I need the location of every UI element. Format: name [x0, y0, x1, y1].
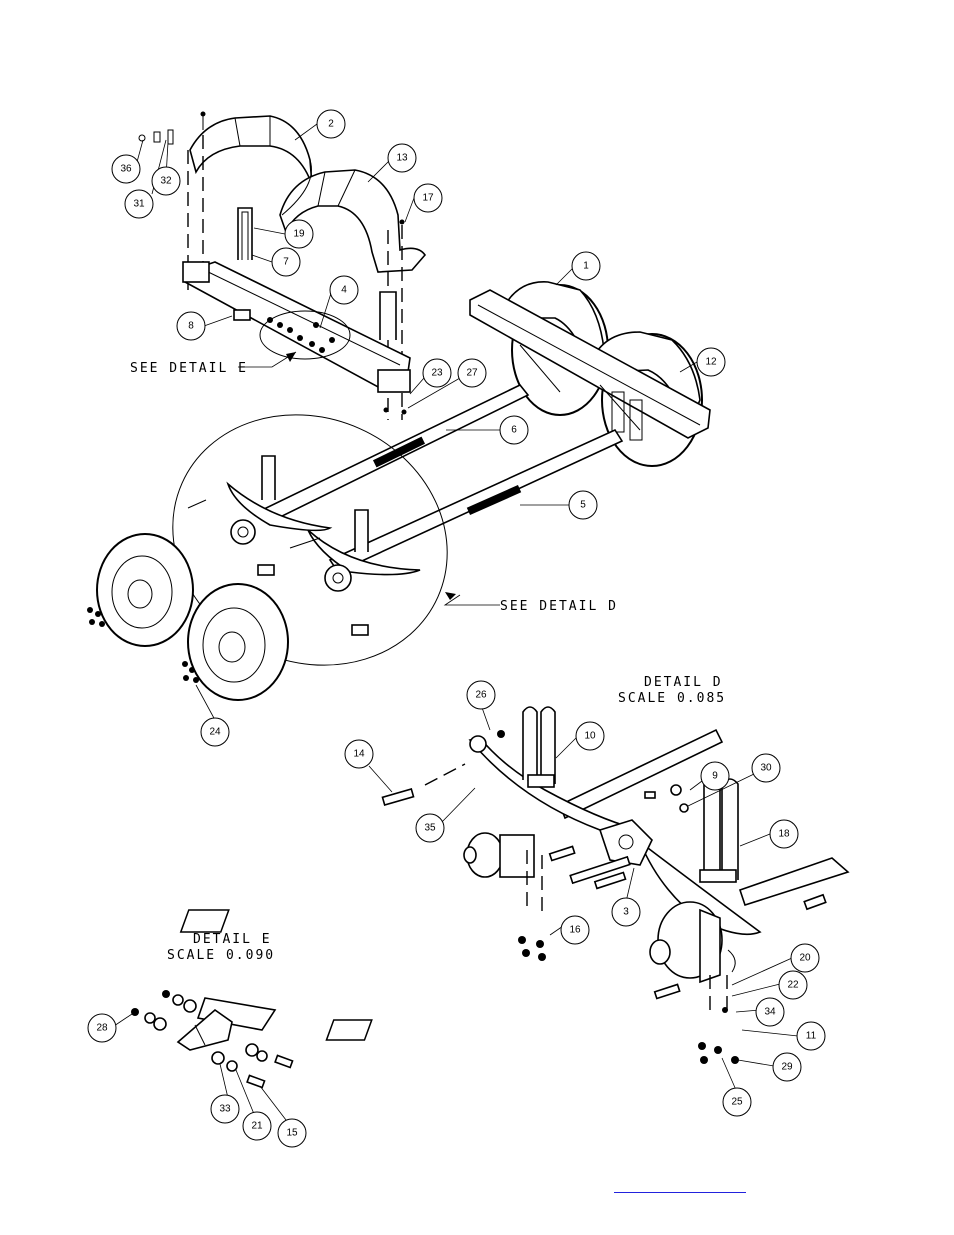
balloon-2-label: 2 [328, 119, 334, 130]
balloon-3-label: 3 [623, 907, 629, 918]
detail-e-drawing [131, 990, 294, 1089]
balloon-10-label: 10 [584, 731, 596, 742]
balloon-4-label: 4 [341, 285, 347, 296]
fender-assembly-right [469, 281, 711, 467]
balloon-5: 5 [568, 490, 598, 520]
balloon-8-label: 8 [188, 321, 194, 332]
balloon-17: 17 [413, 183, 443, 213]
balloon-10: 10 [575, 721, 605, 751]
balloon-36-label: 36 [120, 164, 132, 175]
balloon-15-label: 15 [286, 1128, 298, 1139]
balloon-35-label: 35 [424, 823, 436, 834]
balloon-13: 13 [387, 143, 417, 173]
detail-e-title: DETAIL E [193, 932, 272, 947]
balloon-24-label: 24 [209, 727, 221, 738]
part-balloons: 1 2 3 4 5 6 7 8 9 10 11 12 13 14 15 16 1… [87, 109, 826, 1148]
axle-detail-region [172, 414, 448, 666]
balloon-25-label: 25 [731, 1097, 743, 1108]
balloon-24: 24 [200, 717, 230, 747]
balloon-34-label: 34 [764, 1007, 776, 1018]
balloon-31-label: 31 [133, 199, 145, 210]
balloon-36: 36 [111, 154, 141, 184]
balloon-13-label: 13 [396, 153, 408, 164]
balloon-22: 22 [778, 970, 808, 1000]
balloon-8: 8 [176, 311, 206, 341]
balloon-33-label: 33 [219, 1104, 231, 1115]
balloon-22-label: 22 [787, 980, 799, 991]
spring-hanger-rail-left [182, 261, 411, 415]
detail-d-scale: SCALE 0.085 [618, 691, 726, 706]
balloon-9-label: 9 [712, 771, 718, 782]
balloon-26: 26 [466, 680, 496, 710]
balloon-21: 21 [242, 1111, 272, 1141]
balloon-23-label: 23 [431, 368, 443, 379]
balloon-28: 28 [87, 1013, 117, 1043]
detail-d-title: DETAIL D [644, 675, 723, 690]
balloon-31: 31 [124, 189, 154, 219]
balloon-26-label: 26 [475, 690, 487, 701]
wheels-left [87, 533, 289, 701]
balloon-1-label: 1 [583, 261, 589, 272]
balloon-19: 19 [284, 219, 314, 249]
balloon-14-label: 14 [353, 749, 365, 760]
fender-assembly-left [138, 111, 427, 420]
balloon-33: 33 [210, 1094, 240, 1124]
balloon-16-label: 16 [569, 925, 581, 936]
axle-tubes [260, 384, 624, 574]
balloon-3: 3 [611, 897, 641, 927]
balloon-27: 27 [457, 358, 487, 388]
balloon-18: 18 [769, 819, 799, 849]
balloon-2: 2 [316, 109, 346, 139]
balloon-20-label: 20 [799, 953, 811, 964]
balloon-23: 23 [422, 358, 452, 388]
balloon-7-label: 7 [283, 257, 289, 268]
arrow-icon [445, 592, 456, 600]
balloon-28-label: 28 [96, 1023, 108, 1034]
balloon-21-label: 21 [251, 1121, 263, 1132]
balloon-20: 20 [790, 943, 820, 973]
balloon-19-label: 19 [293, 229, 305, 240]
balloon-11-label: 11 [806, 1031, 817, 1042]
arrow-icon [286, 352, 296, 362]
balloon-5-label: 5 [580, 500, 586, 511]
detail-e-scale: SCALE 0.090 [167, 948, 275, 963]
balloon-32-label: 32 [160, 176, 172, 187]
balloon-34: 34 [755, 997, 785, 1027]
balloon-4: 4 [329, 275, 359, 305]
balloon-11: 11 [796, 1021, 826, 1051]
balloon-12-label: 12 [705, 357, 717, 368]
balloon-15: 15 [277, 1118, 307, 1148]
balloon-27-label: 27 [466, 368, 478, 379]
balloon-1: 1 [571, 251, 601, 281]
balloon-9: 9 [700, 761, 730, 791]
balloon-35: 35 [415, 813, 445, 843]
balloon-12: 12 [696, 347, 726, 377]
balloon-29: 29 [772, 1052, 802, 1082]
balloon-18-label: 18 [778, 829, 790, 840]
detail-d-drawing [179, 706, 850, 1064]
balloon-6-label: 6 [511, 425, 517, 436]
see-detail-e-label: SEE DETAIL E [130, 361, 248, 376]
balloon-30: 30 [751, 753, 781, 783]
balloon-14: 14 [344, 739, 374, 769]
balloon-16: 16 [560, 915, 590, 945]
balloon-29-label: 29 [781, 1062, 793, 1073]
balloon-6: 6 [499, 415, 529, 445]
balloon-32: 32 [151, 166, 181, 196]
balloon-25: 25 [722, 1087, 752, 1117]
see-detail-d-label: SEE DETAIL D [500, 599, 618, 614]
balloon-7: 7 [271, 247, 301, 277]
footer-link[interactable] [614, 1180, 746, 1193]
balloon-17-label: 17 [422, 193, 434, 204]
balloon-30-label: 30 [760, 763, 772, 774]
